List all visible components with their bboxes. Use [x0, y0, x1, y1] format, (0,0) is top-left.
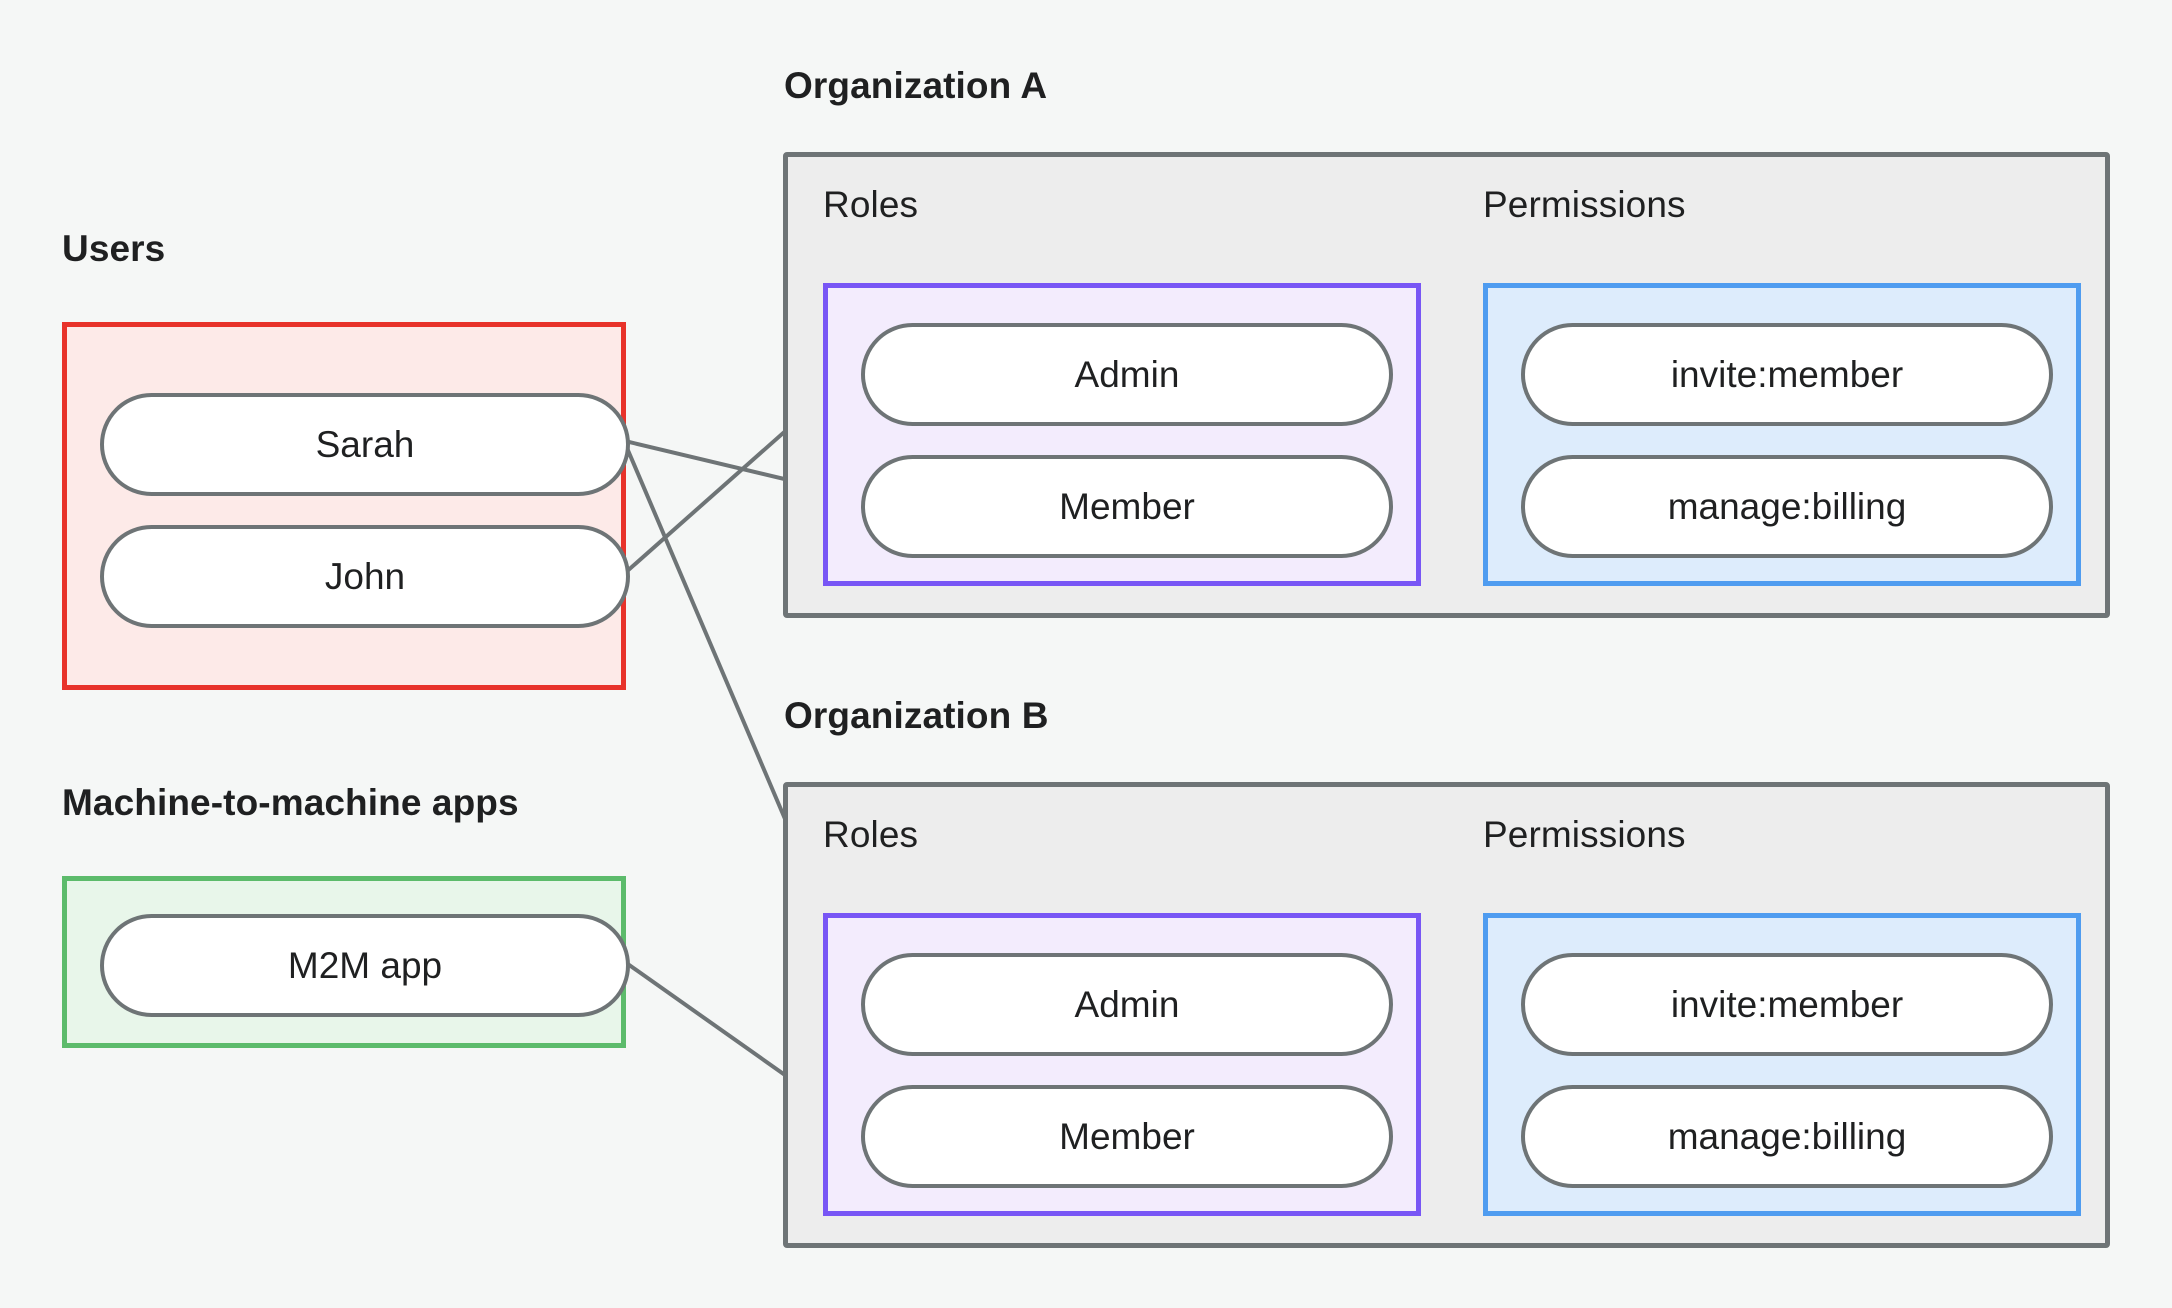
- organization-a-roles-group: Admin Member: [823, 283, 1421, 586]
- organization-b-role-admin[interactable]: Admin: [861, 953, 1393, 1056]
- organization-b-permissions-label: Permissions: [1483, 814, 1686, 855]
- organization-b-permission-invite-member[interactable]: invite:member: [1521, 953, 2053, 1056]
- organization-a-title: Organization A: [784, 65, 1048, 106]
- organization-a-role-admin[interactable]: Admin: [861, 323, 1393, 426]
- m2m-section-title: Machine-to-machine apps: [62, 782, 519, 823]
- organization-a-permissions-label: Permissions: [1483, 184, 1686, 225]
- organization-a-permissions-group: invite:member manage:billing: [1483, 283, 2081, 586]
- user-node-sarah[interactable]: Sarah: [100, 393, 630, 496]
- organization-a-permission-manage-billing[interactable]: manage:billing: [1521, 455, 2053, 558]
- users-container: Sarah John: [62, 322, 630, 690]
- organization-b-container: Roles Admin Member Permissions invite:me…: [783, 782, 2110, 1248]
- m2m-node-app[interactable]: M2M app: [100, 914, 630, 1017]
- organization-b-roles-label: Roles: [823, 814, 919, 855]
- organization-a-permission-invite-member[interactable]: invite:member: [1521, 323, 2053, 426]
- users-section-title: Users: [62, 228, 166, 269]
- organization-a-roles-label: Roles: [823, 184, 919, 225]
- organization-b-permission-manage-billing[interactable]: manage:billing: [1521, 1085, 2053, 1188]
- organization-b-permissions-group: invite:member manage:billing: [1483, 913, 2081, 1216]
- organization-a-container: Roles Admin Member Permissions invite:me…: [783, 152, 2110, 618]
- organization-b-roles-group: Admin Member: [823, 913, 1421, 1216]
- user-node-john[interactable]: John: [100, 525, 630, 628]
- organization-b-role-member[interactable]: Member: [861, 1085, 1393, 1188]
- organization-a-role-member[interactable]: Member: [861, 455, 1393, 558]
- organization-b-title: Organization B: [784, 695, 1049, 736]
- m2m-container: M2M app: [62, 876, 630, 1048]
